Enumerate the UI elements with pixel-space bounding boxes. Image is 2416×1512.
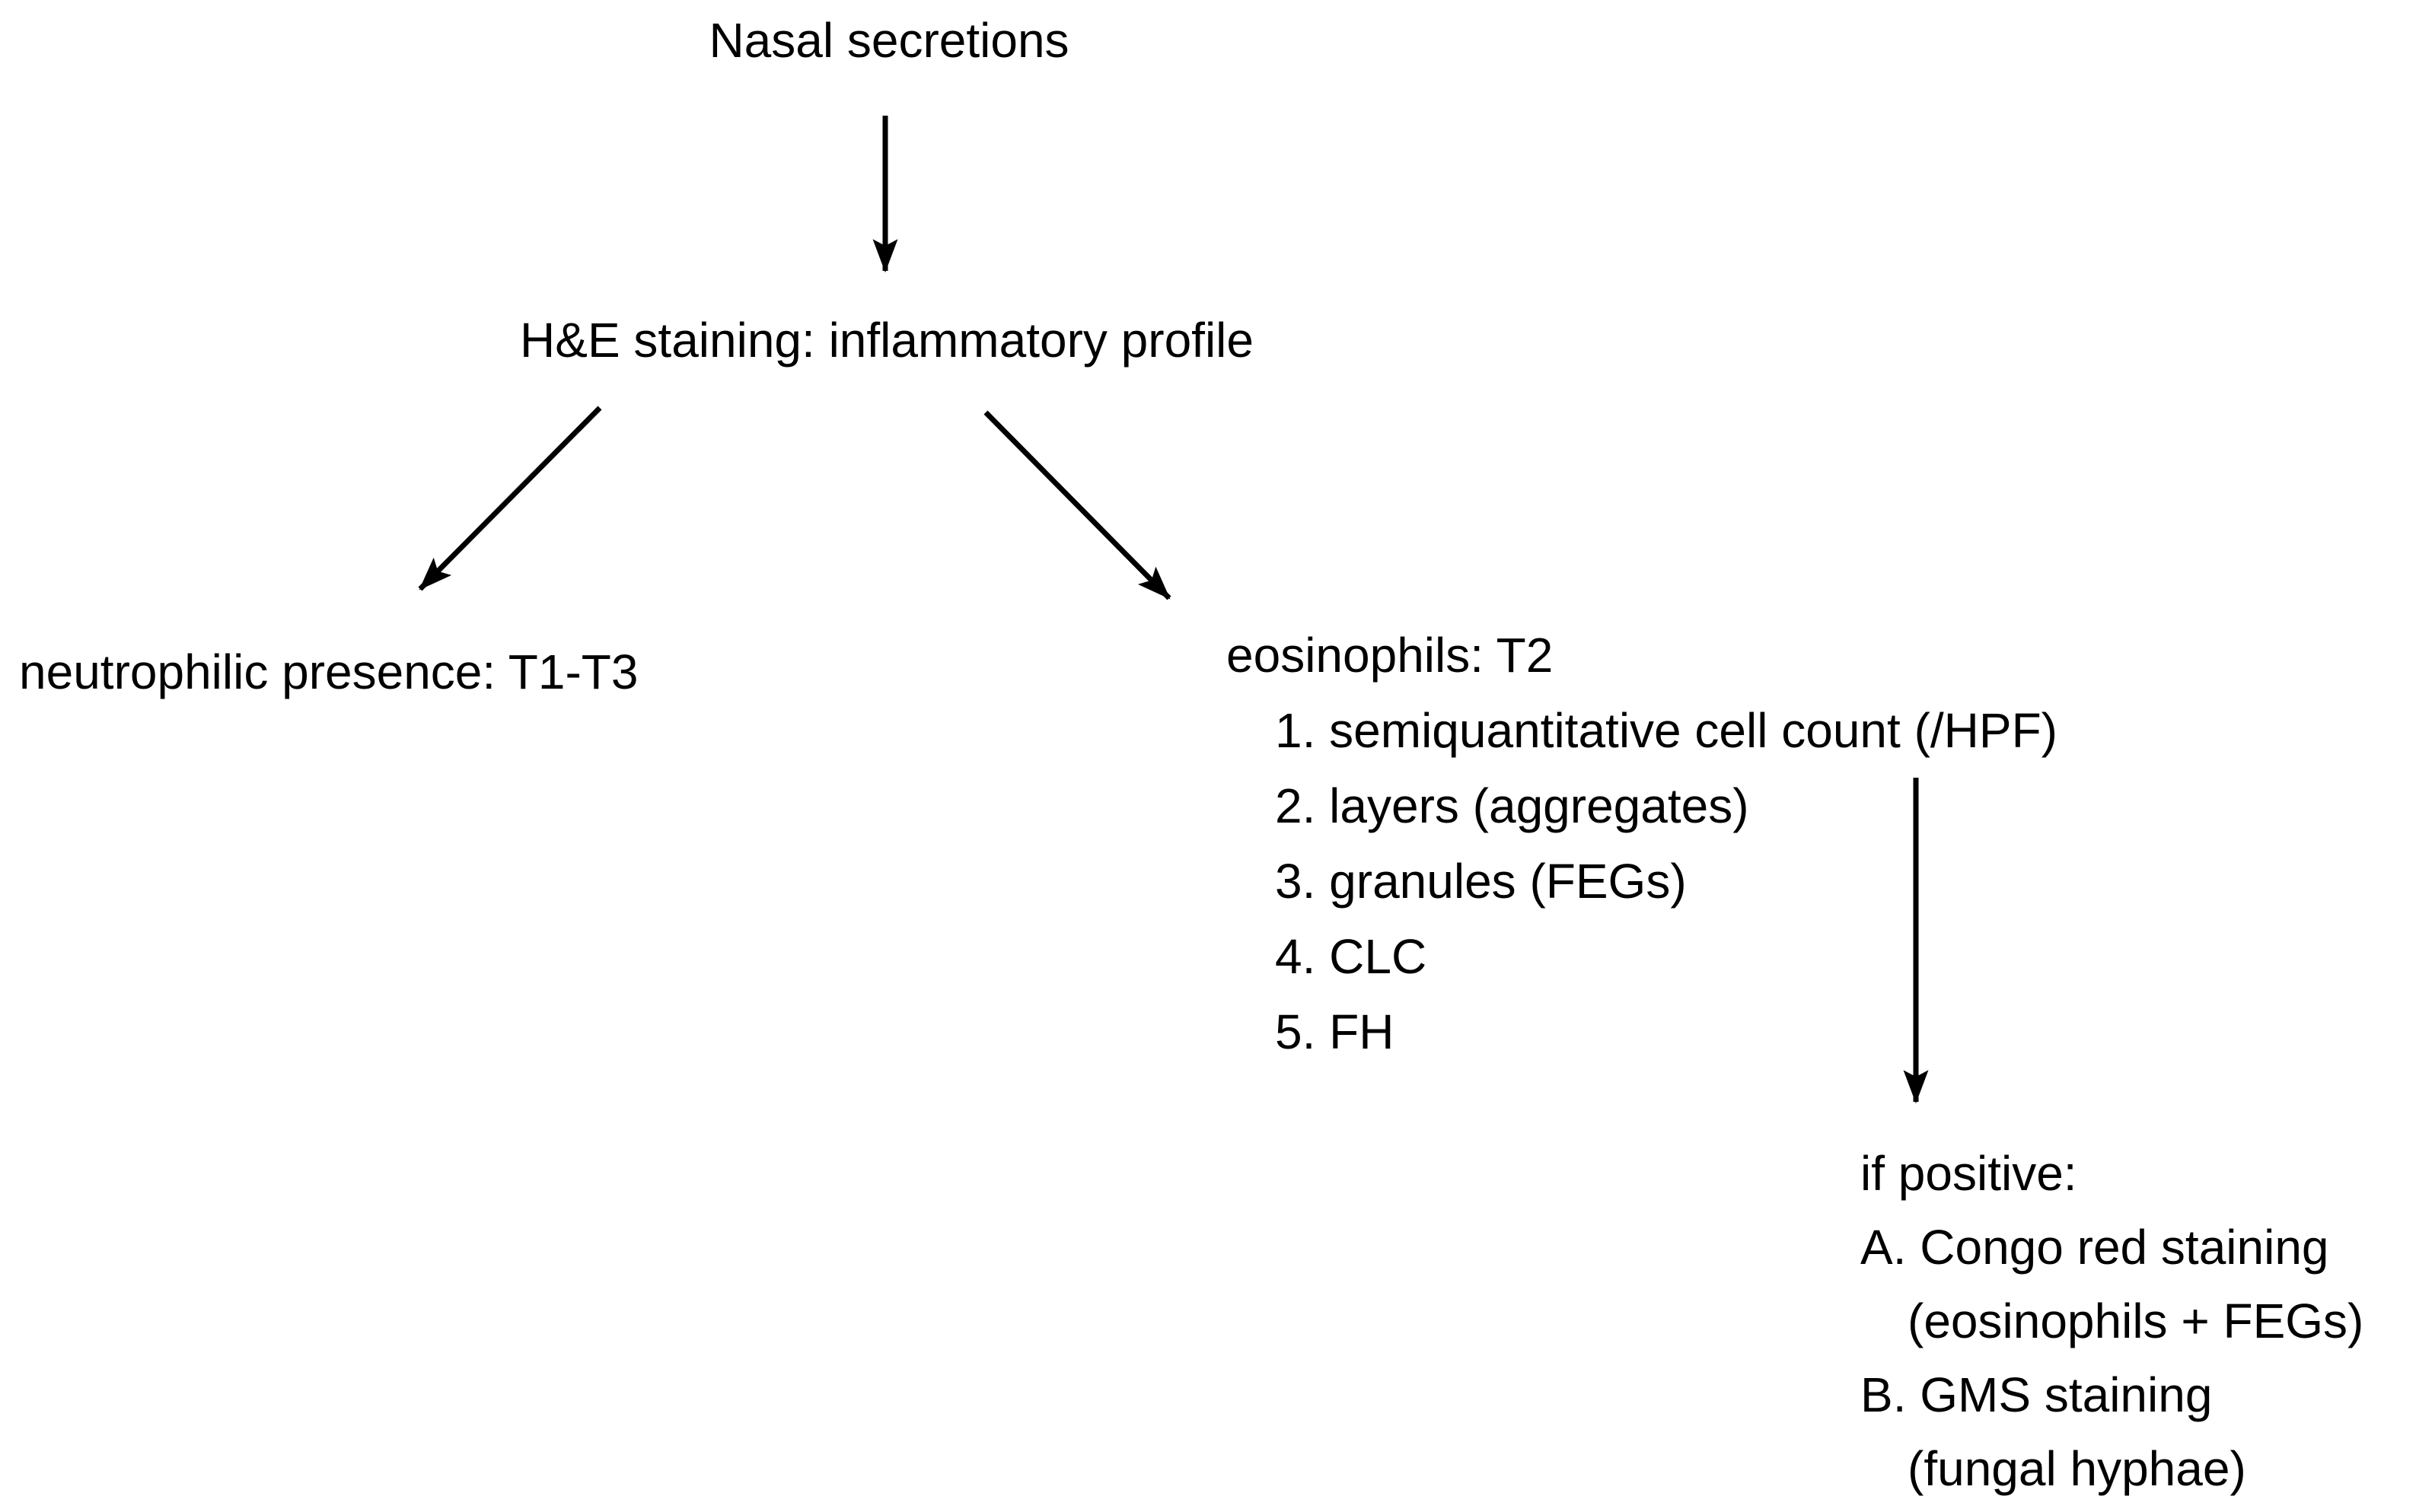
eosinophils-item-4: 4. CLC xyxy=(1275,929,1427,984)
node-he-staining: H&E staining: inflammatory profile xyxy=(520,313,1254,368)
followup-item-a-detail: (eosinophils + FEGs) xyxy=(1908,1294,2364,1348)
arrow-staining-to-eosinophils-icon xyxy=(983,410,1171,600)
node-neutrophilic-presence: neutrophilic presence: T1-T3 xyxy=(19,645,639,699)
followup-item-b: B. GMS staining xyxy=(1860,1367,2213,1422)
followup-item-a: A. Congo red staining xyxy=(1860,1220,2329,1275)
node-eosinophils-group: eosinophils: T2 1. semiquantitative cell… xyxy=(1226,618,2057,1070)
node-nasal-secretions: Nasal secretions xyxy=(709,13,1069,68)
node-if-positive-group: if positive: A. Congo red staining (eosi… xyxy=(1860,1137,2363,1506)
followup-item-b-detail: (fungal hyphae) xyxy=(1908,1441,2246,1496)
eosinophils-item-1: 1. semiquantitative cell count (/HPF) xyxy=(1275,703,2057,758)
if-positive-heading: if positive: xyxy=(1860,1146,2077,1201)
arrow-staining-to-neutrophilic-icon xyxy=(418,406,602,591)
eosinophils-item-2: 2. layers (aggregates) xyxy=(1275,778,1749,833)
eosinophils-item-3: 3. granules (FEGs) xyxy=(1275,854,1687,909)
eosinophils-heading: eosinophils: T2 xyxy=(1226,628,1554,683)
eosinophils-item-5: 5. FH xyxy=(1275,1004,1394,1059)
